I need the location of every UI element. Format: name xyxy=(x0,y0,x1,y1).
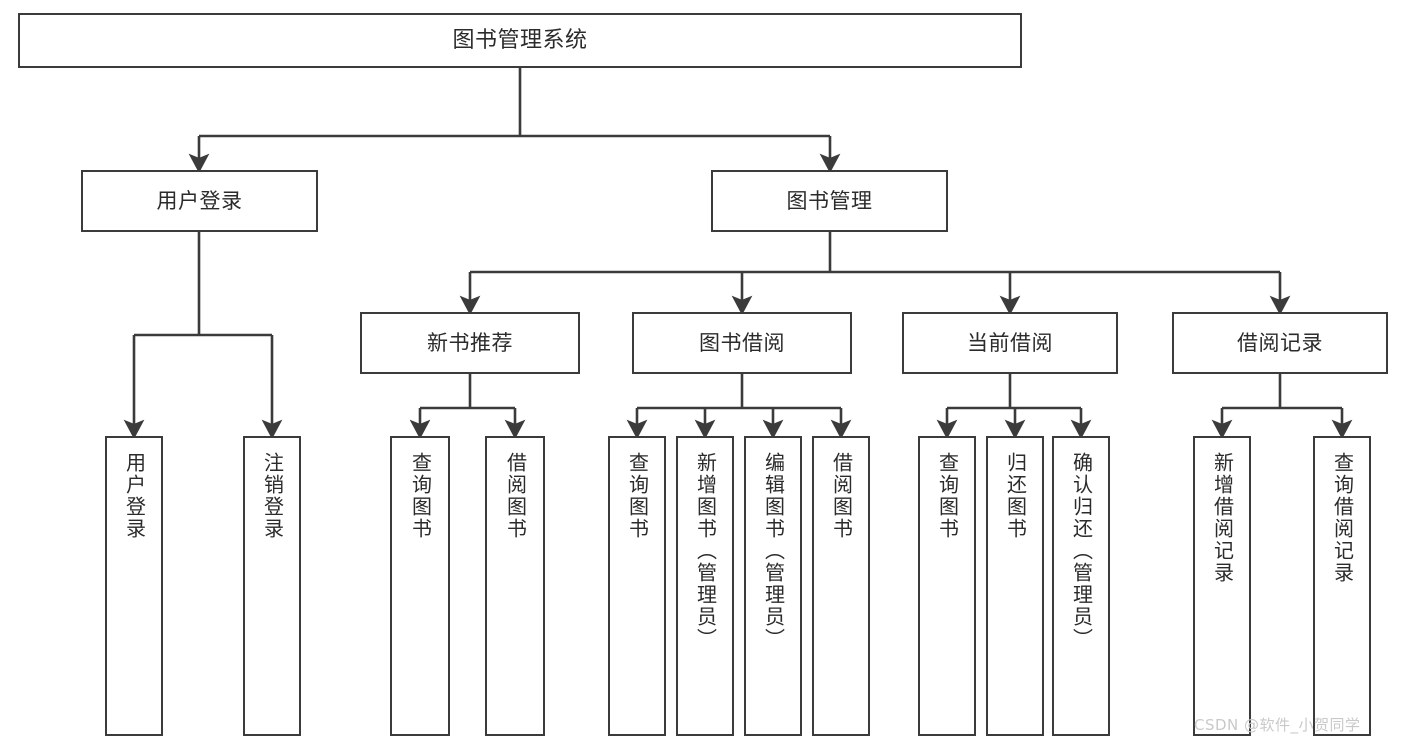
node-leaf-return-book[interactable]: 归还图书 xyxy=(986,436,1044,736)
node-leaf-query-book-bor-label: 查询图书 xyxy=(625,452,650,540)
node-leaf-query-book-rec[interactable]: 查询图书 xyxy=(390,436,450,736)
node-leaf-return-book-label: 归还图书 xyxy=(1003,452,1028,540)
node-leaf-edit-book[interactable]: 编辑图书（管理员） xyxy=(744,436,802,736)
node-leaf-borrow-book-rec-label: 借阅图书 xyxy=(503,452,528,540)
node-borrow-record[interactable]: 借阅记录 xyxy=(1172,312,1388,374)
node-leaf-add-book[interactable]: 新增图书（管理员） xyxy=(676,436,734,736)
node-leaf-borrow-book-label: 借阅图书 xyxy=(829,452,854,540)
node-leaf-query-book-cur-label: 查询图书 xyxy=(935,452,960,540)
node-root[interactable]: 图书管理系统 xyxy=(18,13,1022,68)
node-user-login[interactable]: 用户登录 xyxy=(81,170,318,232)
node-leaf-add-record[interactable]: 新增借阅记录 xyxy=(1193,436,1251,736)
node-leaf-add-record-label: 新增借阅记录 xyxy=(1210,452,1235,584)
node-leaf-query-book-cur[interactable]: 查询图书 xyxy=(918,436,976,736)
node-book-borrow-label: 图书借阅 xyxy=(699,330,785,355)
node-leaf-user-login[interactable]: 用户登录 xyxy=(105,436,163,736)
node-leaf-confirm-return[interactable]: 确认归还（管理员） xyxy=(1052,436,1110,736)
node-leaf-query-book-bor[interactable]: 查询图书 xyxy=(608,436,666,736)
node-leaf-confirm-return-label: 确认归还（管理员） xyxy=(1069,452,1094,650)
node-leaf-borrow-book-rec[interactable]: 借阅图书 xyxy=(485,436,545,736)
node-leaf-query-book-rec-label: 查询图书 xyxy=(408,452,433,540)
node-book-manage[interactable]: 图书管理 xyxy=(711,170,948,232)
node-leaf-edit-book-label: 编辑图书（管理员） xyxy=(761,452,786,650)
node-leaf-query-record-label: 查询借阅记录 xyxy=(1330,452,1355,584)
node-new-book-recommend[interactable]: 新书推荐 xyxy=(360,312,580,374)
node-current-borrow[interactable]: 当前借阅 xyxy=(902,312,1118,374)
node-user-login-label: 用户登录 xyxy=(156,188,243,213)
node-leaf-borrow-book[interactable]: 借阅图书 xyxy=(812,436,870,736)
node-current-borrow-label: 当前借阅 xyxy=(967,330,1053,355)
node-book-manage-label: 图书管理 xyxy=(786,188,873,213)
node-book-borrow[interactable]: 图书借阅 xyxy=(632,312,852,374)
node-borrow-record-label: 借阅记录 xyxy=(1237,330,1323,355)
csdn-watermark: CSDN @软件_小贺同学 xyxy=(1194,716,1361,734)
node-leaf-logout-login-label: 注销登录 xyxy=(260,452,285,540)
node-new-book-recommend-label: 新书推荐 xyxy=(427,330,513,355)
node-leaf-add-book-label: 新增图书（管理员） xyxy=(693,452,718,650)
node-leaf-query-record[interactable]: 查询借阅记录 xyxy=(1313,436,1371,736)
node-leaf-logout-login[interactable]: 注销登录 xyxy=(243,436,301,736)
node-root-label: 图书管理系统 xyxy=(452,27,588,53)
node-leaf-user-login-label: 用户登录 xyxy=(122,452,147,540)
